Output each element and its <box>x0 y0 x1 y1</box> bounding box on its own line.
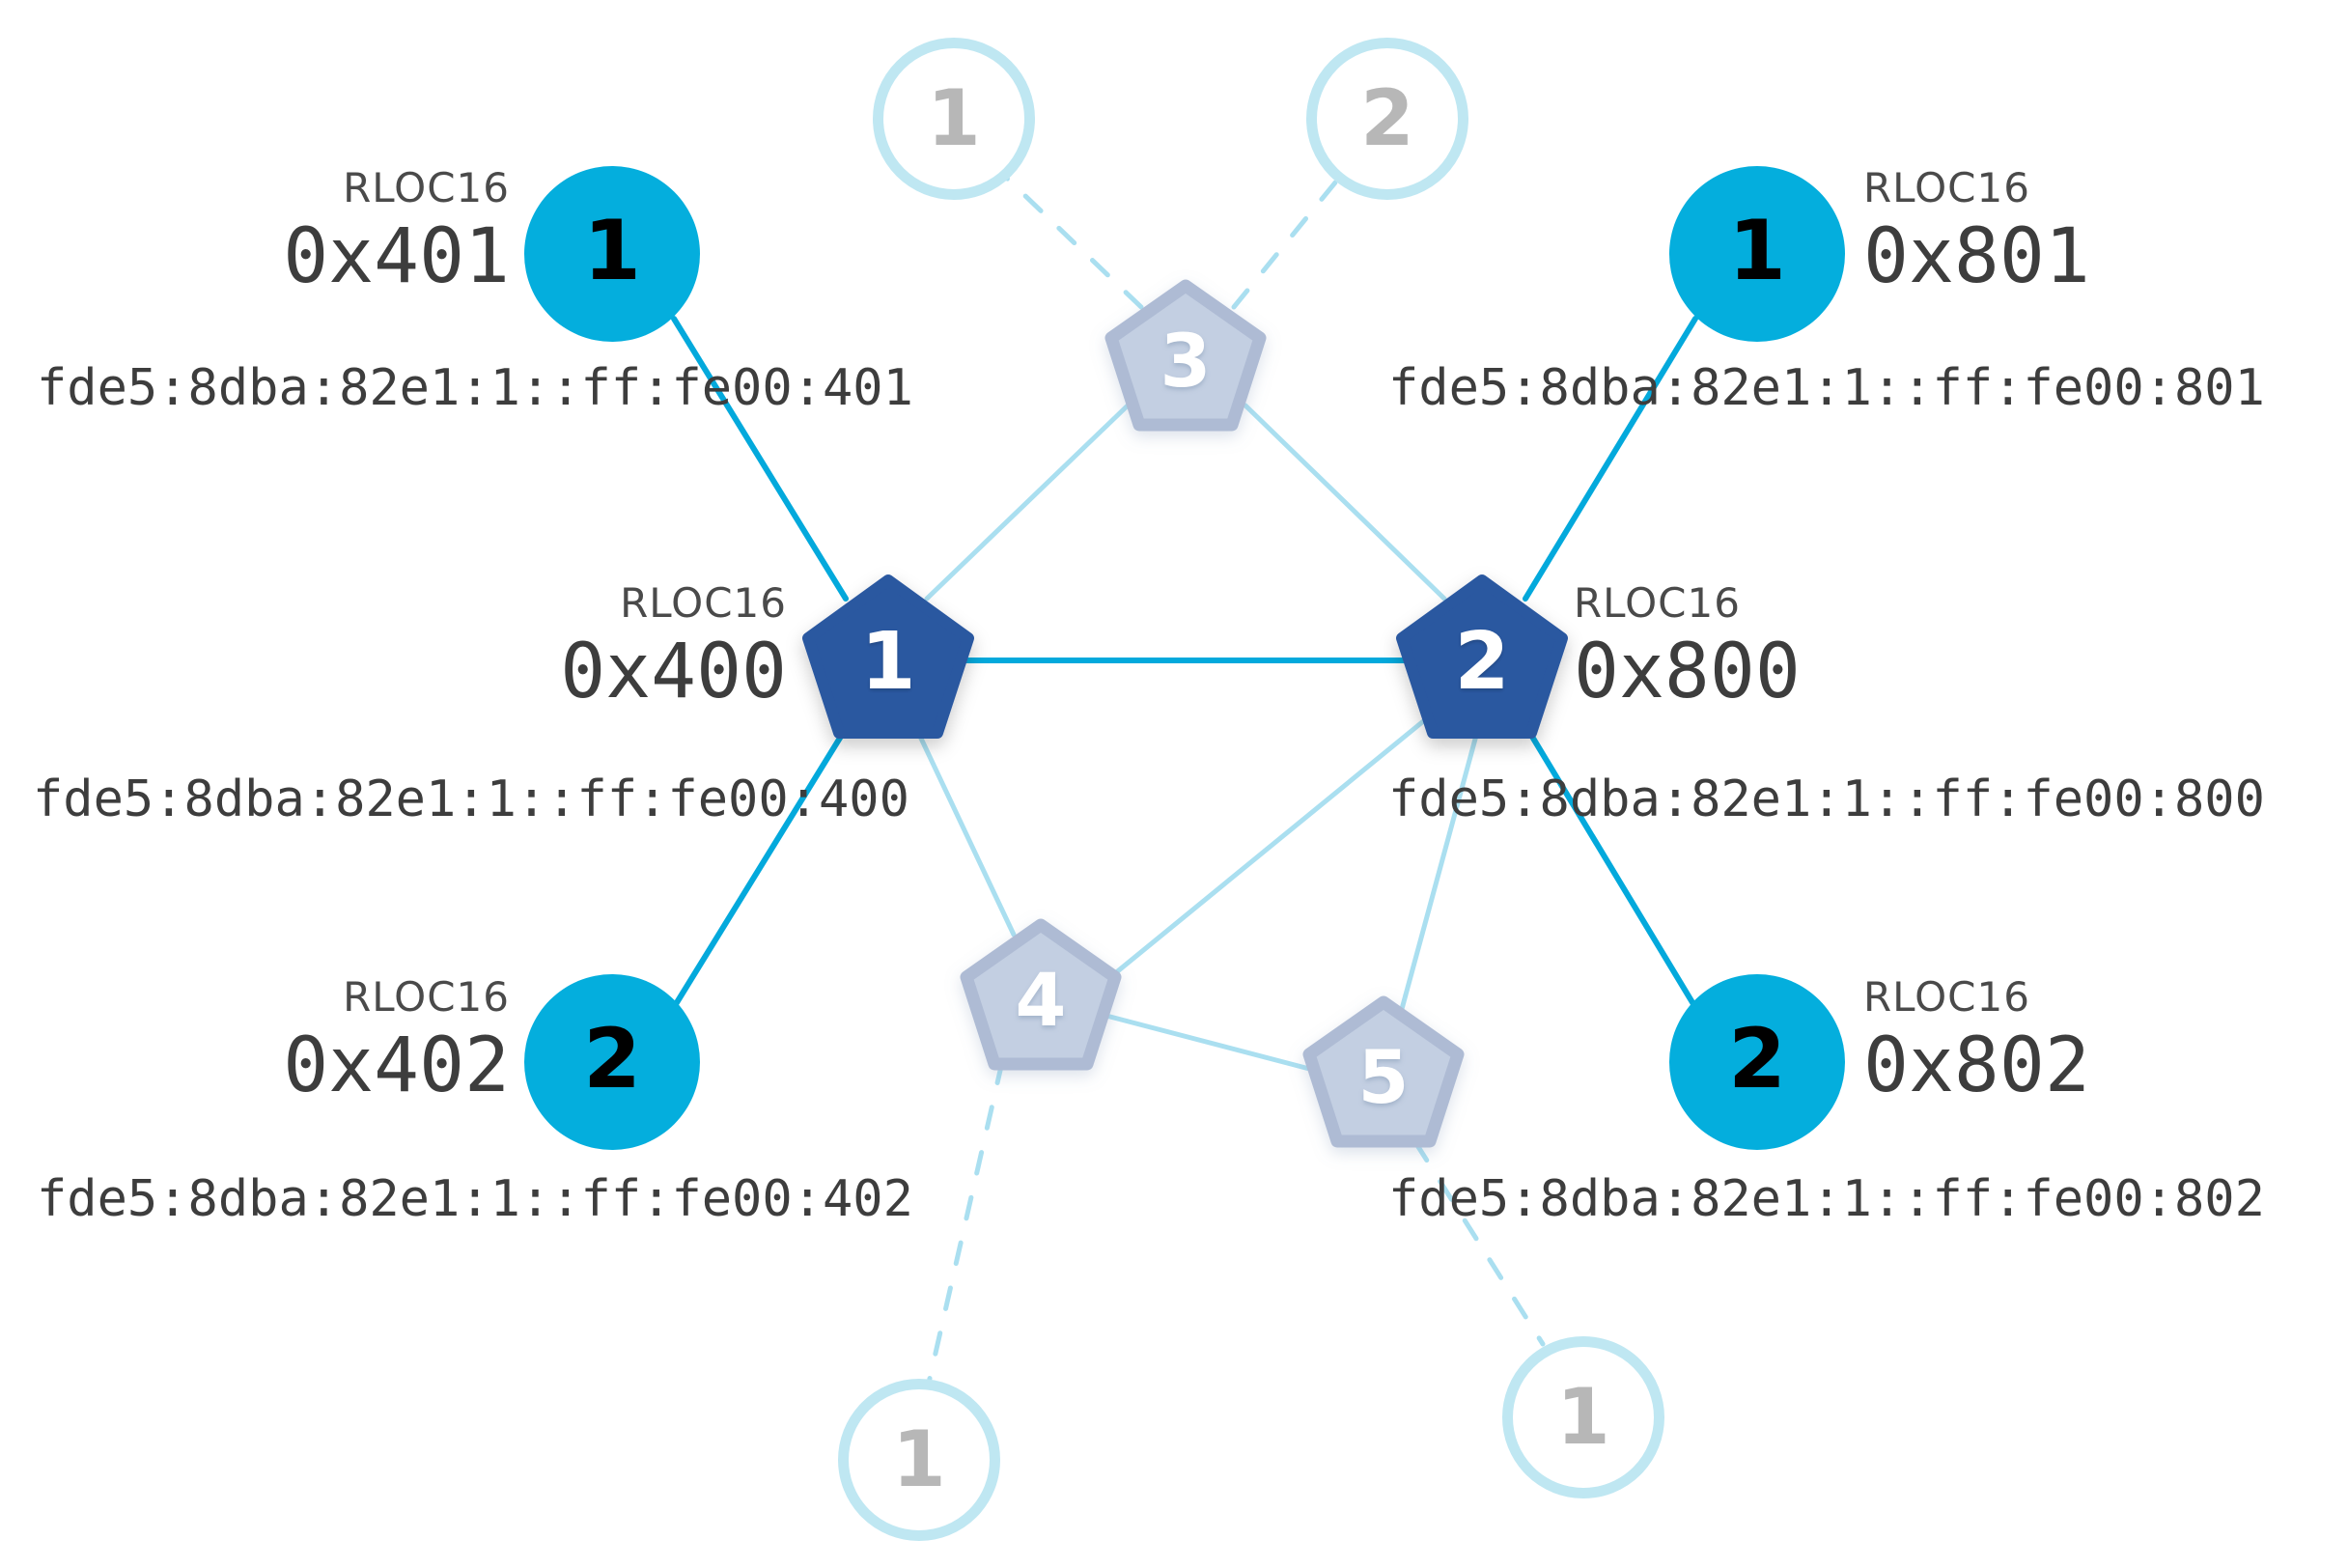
ipv6-address-0x801: fde5:8dba:82e1:1::ff:fe00:801 <box>1388 359 2265 417</box>
edge-router-800-to-ghost-router-4 <box>1096 702 1446 990</box>
rloc16-caption: RLOC16 <box>1863 164 2030 211</box>
annotation-child-0x402: RLOC16 0x402 <box>249 973 510 1109</box>
ghost-child-badge: 1 <box>1556 1372 1610 1462</box>
router-node-0x800[interactable]: 2 <box>1396 574 1568 739</box>
ghost-router-badge: 5 <box>1357 1034 1410 1120</box>
ghost-child-badge: 1 <box>927 73 981 163</box>
rloc16-value: 0x402 <box>283 1022 510 1109</box>
child-node-0x401[interactable]: 1 <box>524 166 700 342</box>
pentagon-shape-icon <box>960 918 1122 1071</box>
child-node-0x801[interactable]: 1 <box>1669 166 1845 342</box>
edge-child-402-to-router-400 <box>673 719 853 1007</box>
edge-router-400-to-ghost-router-4 <box>912 723 1017 938</box>
edge-ghost-router-5-to-ghost-child-br <box>1412 1139 1546 1347</box>
annotation-child-0x401: RLOC16 0x401 <box>249 164 510 300</box>
annotation-router-0x400: RLOC16 0x400 <box>526 579 787 715</box>
edge-child-401-to-router-400 <box>671 316 849 602</box>
edge-ghost-router-4-to-ghost-router-5 <box>1104 1013 1316 1073</box>
router-node-0x400[interactable]: 1 <box>802 574 974 739</box>
router-badge: 2 <box>1454 616 1510 708</box>
pentagon-shape-icon <box>1302 995 1465 1148</box>
rloc16-value: 0x401 <box>283 213 510 300</box>
annotation-child-0x801: RLOC16 0x801 <box>1863 164 2327 300</box>
rloc16-value: 0x800 <box>1574 629 1801 715</box>
ghost-child-node-top-right[interactable]: 2 <box>1306 38 1468 200</box>
ghost-router-node-3[interactable]: 3 <box>1104 278 1267 433</box>
edge-ghost-router-4-to-ghost-child-bl <box>926 1059 1005 1386</box>
ghost-router-node-5[interactable]: 5 <box>1302 994 1465 1149</box>
ghost-child-badge: 2 <box>1360 73 1414 163</box>
child-badge: 1 <box>583 203 641 299</box>
child-node-0x402[interactable]: 2 <box>524 974 700 1150</box>
ipv6-address-0x800: fde5:8dba:82e1:1::ff:fe00:800 <box>1388 770 2265 828</box>
pentagon-shape-icon <box>1104 279 1267 432</box>
ghost-child-node-bottom-left[interactable]: 1 <box>838 1379 1000 1541</box>
edge-ghost-router-3-to-ghost-child-tr <box>1231 169 1347 310</box>
ipv6-address-0x402: fde5:8dba:82e1:1::ff:fe00:402 <box>37 1170 913 1228</box>
pentagon-shape-icon <box>1396 574 1568 739</box>
ipv6-address-0x401: fde5:8dba:82e1:1::ff:fe00:401 <box>37 359 913 417</box>
ghost-router-badge: 4 <box>1015 957 1067 1043</box>
rloc16-value: 0x400 <box>560 629 787 715</box>
pentagon-shape-icon <box>802 574 974 739</box>
annotation-router-0x800: RLOC16 0x800 <box>1574 579 2037 715</box>
ipv6-address-0x802: fde5:8dba:82e1:1::ff:fe00:802 <box>1388 1170 2265 1228</box>
edge-child-801-to-router-800 <box>1523 316 1698 602</box>
edge-router-400-to-ghost-router-3 <box>924 403 1131 602</box>
ghost-router-badge: 3 <box>1160 318 1212 404</box>
child-badge: 1 <box>1728 203 1786 299</box>
rloc16-caption: RLOC16 <box>343 164 510 211</box>
ipv6-address-0x400: fde5:8dba:82e1:1::ff:fe00:400 <box>33 770 909 828</box>
edge-ghost-router-3-to-ghost-child-tl <box>997 169 1144 310</box>
ghost-child-badge: 1 <box>892 1414 946 1504</box>
child-badge: 2 <box>1728 1011 1786 1107</box>
edge-router-800-to-ghost-router-5 <box>1399 729 1480 1012</box>
child-badge: 2 <box>583 1011 641 1107</box>
edge-child-802-to-router-800 <box>1521 719 1696 1007</box>
child-node-0x802[interactable]: 2 <box>1669 974 1845 1150</box>
rloc16-caption: RLOC16 <box>343 973 510 1021</box>
rloc16-caption: RLOC16 <box>1574 579 1741 627</box>
annotation-child-0x802: RLOC16 0x802 <box>1863 973 2327 1109</box>
ghost-router-node-4[interactable]: 4 <box>960 917 1122 1072</box>
rloc16-value: 0x802 <box>1863 1022 2090 1109</box>
rloc16-caption: RLOC16 <box>1863 973 2030 1021</box>
edge-router-800-to-ghost-router-3 <box>1243 403 1447 602</box>
rloc16-caption: RLOC16 <box>620 579 787 627</box>
router-badge: 1 <box>860 616 916 708</box>
rloc16-value: 0x801 <box>1863 213 2090 300</box>
ghost-child-node-bottom-right[interactable]: 1 <box>1502 1336 1664 1498</box>
ghost-child-node-top-left[interactable]: 1 <box>873 38 1035 200</box>
